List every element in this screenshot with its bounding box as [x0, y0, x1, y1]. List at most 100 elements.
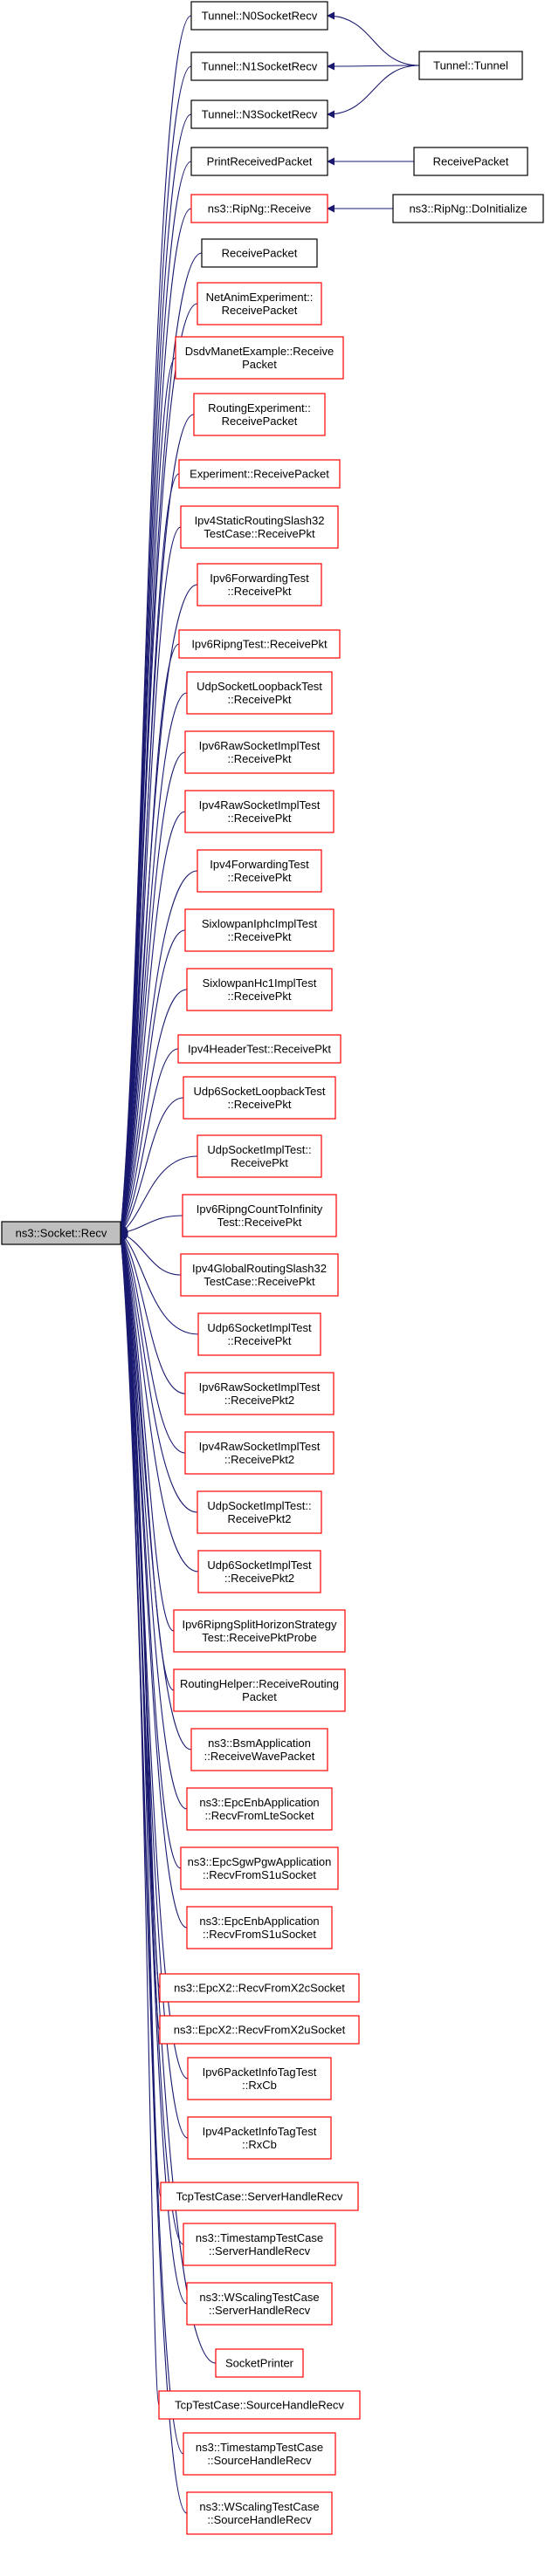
graph-node[interactable]: Tunnel::N3SocketRecv	[190, 99, 328, 129]
node-box	[180, 1846, 339, 1890]
graph-node[interactable]: Ipv4RawSocketImplTest::ReceivePkt	[184, 790, 335, 833]
graph-node[interactable]: TcpTestCase::SourceHandleRecv	[158, 2390, 361, 2420]
graph-node[interactable]: Tunnel::Tunnel	[418, 51, 523, 80]
graph-node[interactable]: Tunnel::N1SocketRecv	[190, 51, 328, 81]
node-label: Tunnel::N1SocketRecv	[202, 60, 318, 73]
graph-node[interactable]: Ipv4RawSocketImplTest::ReceivePkt2	[184, 1431, 335, 1475]
edge-n_ipv4hdr	[120, 1048, 179, 1234]
node-label: Tunnel::N0SocketRecv	[202, 10, 318, 23]
edge-n_bsm	[118, 1232, 192, 1750]
node-box	[193, 393, 326, 436]
node-label: ::ReceivePkt	[228, 812, 292, 825]
edge-n_epcenblte	[118, 1232, 188, 1810]
edge-n_ipv4fwd	[119, 870, 198, 1234]
graph-node[interactable]: Udp6SocketImplTest::ReceivePkt	[197, 1312, 321, 1356]
graph-node[interactable]: PrintReceivedPacket	[190, 147, 328, 176]
edge-n_ipv6ripng	[118, 643, 180, 1234]
edge-n_tunnel-n_tun3	[327, 65, 420, 119]
graph-node[interactable]: SixlowpanIphcImplTest::ReceivePkt	[184, 908, 335, 952]
node-label: ReceivePkt	[231, 1156, 288, 1169]
node-box	[173, 1668, 346, 1712]
graph-node[interactable]: ns3::EpcSgwPgwApplication::RecvFromS1uSo…	[180, 1846, 339, 1890]
graph-node[interactable]: Ipv4PacketInfoTagTest::RxCb	[187, 2116, 332, 2160]
graph-node[interactable]: ns3::EpcX2::RecvFromX2cSocket	[159, 1973, 360, 2003]
edge-n_udp6loop	[120, 1097, 184, 1234]
edge-n_epcsgw	[117, 1232, 182, 1869]
node-label: ::SourceHandleRecv	[207, 2513, 312, 2526]
edge-n_ipv4raw	[118, 811, 186, 1234]
node-box	[187, 2057, 332, 2100]
graph-node[interactable]: ns3::EpcX2::RecvFromX2uSocket	[159, 2015, 360, 2045]
node-label: ::RecvFromLteSocket	[205, 1809, 314, 1822]
graph-node[interactable]: Ipv4StaticRoutingSlash32TestCase::Receiv…	[180, 505, 339, 549]
graph-node[interactable]: UdpSocketLoopbackTest::ReceivePkt	[186, 671, 333, 715]
graph-node[interactable]: ns3::WScalingTestCase::SourceHandleRecv	[186, 2491, 333, 2535]
graph-node[interactable]: SocketPrinter	[215, 2348, 304, 2378]
graph-node[interactable]: TcpTestCase::ServerHandleRecv	[160, 2182, 359, 2211]
node-box	[190, 194, 328, 223]
edge-n_ipv4pkt	[117, 1232, 189, 2139]
graph-node[interactable]: ns3::WScalingTestCase::ServerHandleRecv	[186, 2282, 333, 2326]
graph-node[interactable]: Udp6SocketImplTest::ReceivePkt2	[197, 1550, 321, 1593]
node-label: Test::ReceivePktProbe	[202, 1631, 317, 1644]
node-box	[190, 1, 328, 31]
node-label: ReceivePacket	[433, 155, 509, 168]
node-label: ReceivePacket	[222, 304, 298, 317]
graph-node[interactable]: DsdvManetExample::ReceivePacket	[175, 336, 344, 380]
graph-node[interactable]: Ipv6RawSocketImplTest::ReceivePkt	[184, 730, 335, 774]
graph-node[interactable]: ns3::TimestampTestCase::ServerHandleRecv	[183, 2223, 336, 2266]
node-box	[184, 790, 335, 833]
node-label: NetAnimExperiment::	[206, 291, 314, 304]
node-label: Ipv6RipngSplitHorizonStrategy	[182, 1618, 337, 1631]
root-node: ns3::Socket::Recv	[1, 1221, 121, 1245]
graph-node[interactable]: UdpSocketImplTest::ReceivePkt	[197, 1134, 322, 1178]
node-label: Ipv4HeaderTest::ReceivePkt	[188, 1043, 331, 1056]
graph-node[interactable]: Ipv4HeaderTest::ReceivePkt	[177, 1034, 341, 1064]
graph-node[interactable]: UdpSocketImplTest::ReceivePkt2	[197, 1490, 322, 1534]
graph-node[interactable]: Udp6SocketLoopbackTest::ReceivePkt	[183, 1076, 336, 1120]
node-label: ::ReceiveWavePacket	[204, 1750, 315, 1763]
edge-n_ipv6ripinf	[120, 1215, 183, 1237]
node-box	[173, 1609, 346, 1653]
graph-node[interactable]: Ipv6ForwardingTest::ReceivePkt	[197, 563, 322, 606]
node-label: SocketPrinter	[225, 2357, 294, 2370]
node-box	[178, 629, 341, 659]
node-label: Ipv6RipngTest::ReceivePkt	[191, 638, 328, 651]
node-box	[197, 1312, 321, 1356]
graph-node[interactable]: ReceivePacket	[201, 238, 318, 268]
node-label: Ipv4StaticRoutingSlash32	[195, 514, 325, 527]
graph-node[interactable]: ns3::RipNg::Receive	[190, 194, 328, 223]
graph-node[interactable]: Ipv6RipngTest::ReceivePkt	[178, 629, 341, 659]
graph-node[interactable]: ns3::EpcEnbApplication::RecvFromLteSocke…	[186, 1787, 333, 1831]
graph-node[interactable]: SixlowpanHc1ImplTest::ReceivePkt	[186, 968, 333, 1011]
graph-node[interactable]: ReceivePacket	[413, 147, 528, 176]
graph-node[interactable]: Ipv4GlobalRoutingSlash32TestCase::Receiv…	[180, 1253, 339, 1297]
graph-node[interactable]: NetAnimExperiment::ReceivePacket	[197, 282, 322, 325]
node-label: Ipv4GlobalRoutingSlash32	[192, 1262, 327, 1275]
node-label: ::ReceivePkt	[228, 990, 292, 1003]
node-label: UdpSocketImplTest::	[207, 1499, 311, 1512]
node-label: ReceivePacket	[222, 414, 298, 428]
edge-n_ipv4raw2	[120, 1232, 186, 1454]
graph-node[interactable]: Ipv6RipngSplitHorizonStrategyTest::Recei…	[173, 1609, 346, 1653]
graph-node[interactable]: RoutingExperiment::ReceivePacket	[193, 393, 326, 436]
node-label: Udp6SocketImplTest	[207, 1321, 312, 1334]
graph-node[interactable]: Ipv6RawSocketImplTest::ReceivePkt2	[184, 1372, 335, 1415]
graph-node[interactable]: ns3::RipNg::DoInitialize	[392, 194, 544, 223]
node-label: ns3::RipNg::Receive	[208, 202, 312, 216]
node-box	[184, 1372, 335, 1415]
node-label: DsdvManetExample::Receive	[185, 345, 335, 358]
graph-node[interactable]: Ipv4ForwardingTest::ReceivePkt	[197, 849, 322, 893]
graph-node[interactable]: ns3::BsmApplication::ReceiveWavePacket	[190, 1728, 328, 1771]
node-box	[187, 2116, 332, 2160]
node-box	[186, 1787, 333, 1831]
node-label: ReceivePkt2	[228, 1512, 292, 1525]
graph-node[interactable]: Tunnel::N0SocketRecv	[190, 1, 328, 31]
graph-node[interactable]: Experiment::ReceivePacket	[178, 459, 341, 489]
graph-node[interactable]: ns3::TimestampTestCase::SourceHandleRecv	[183, 2432, 336, 2476]
graph-node[interactable]: Ipv6PacketInfoTagTest::RxCb	[187, 2057, 332, 2100]
graph-node[interactable]: ns3::EpcEnbApplication::RecvFromS1uSocke…	[186, 1906, 333, 1949]
node-label: ::ReceivePkt	[228, 752, 292, 765]
